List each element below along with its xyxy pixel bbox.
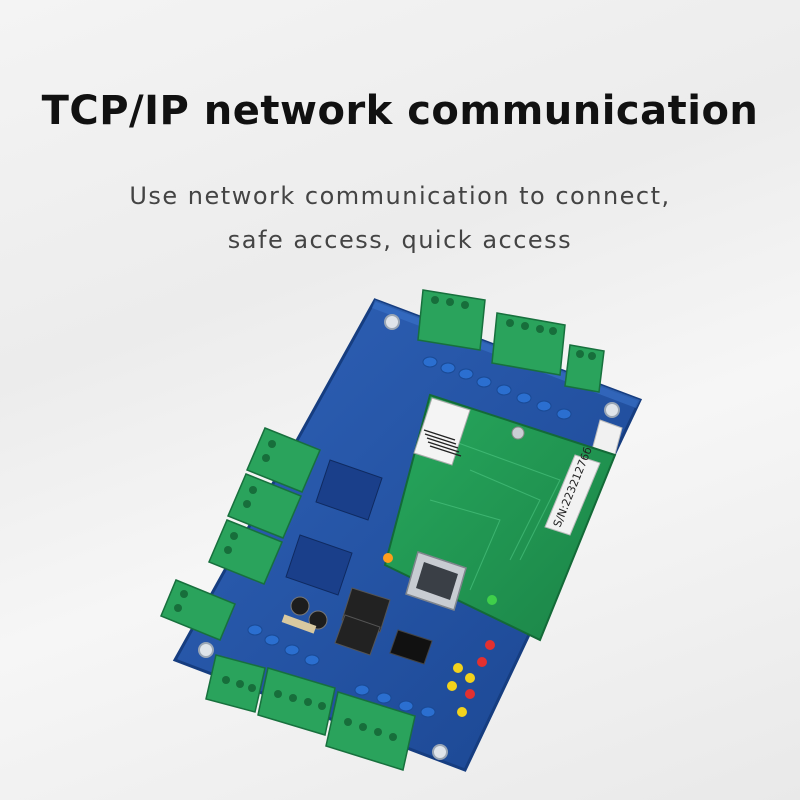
relays	[285, 459, 383, 596]
subtitle-line-1: Use network communication to connect,	[129, 182, 671, 210]
page-title: TCP/IP network communication	[41, 88, 759, 134]
mounting-holes	[198, 314, 620, 760]
status-leds	[383, 553, 497, 717]
left-terminal-screws	[174, 440, 276, 612]
bottom-terminal-screws	[222, 676, 397, 741]
bottom-terminal-blocks	[205, 654, 416, 771]
subtitle-line-2: safe access, quick access	[227, 226, 573, 254]
top-terminal-blocks	[417, 289, 605, 393]
capacitor-row-top	[422, 356, 572, 420]
ethernet-port	[405, 551, 467, 611]
barcode-label	[413, 397, 471, 466]
left-terminal-blocks	[160, 427, 321, 641]
capacitor-row-bottom	[247, 624, 436, 718]
bottom-components	[281, 587, 433, 665]
